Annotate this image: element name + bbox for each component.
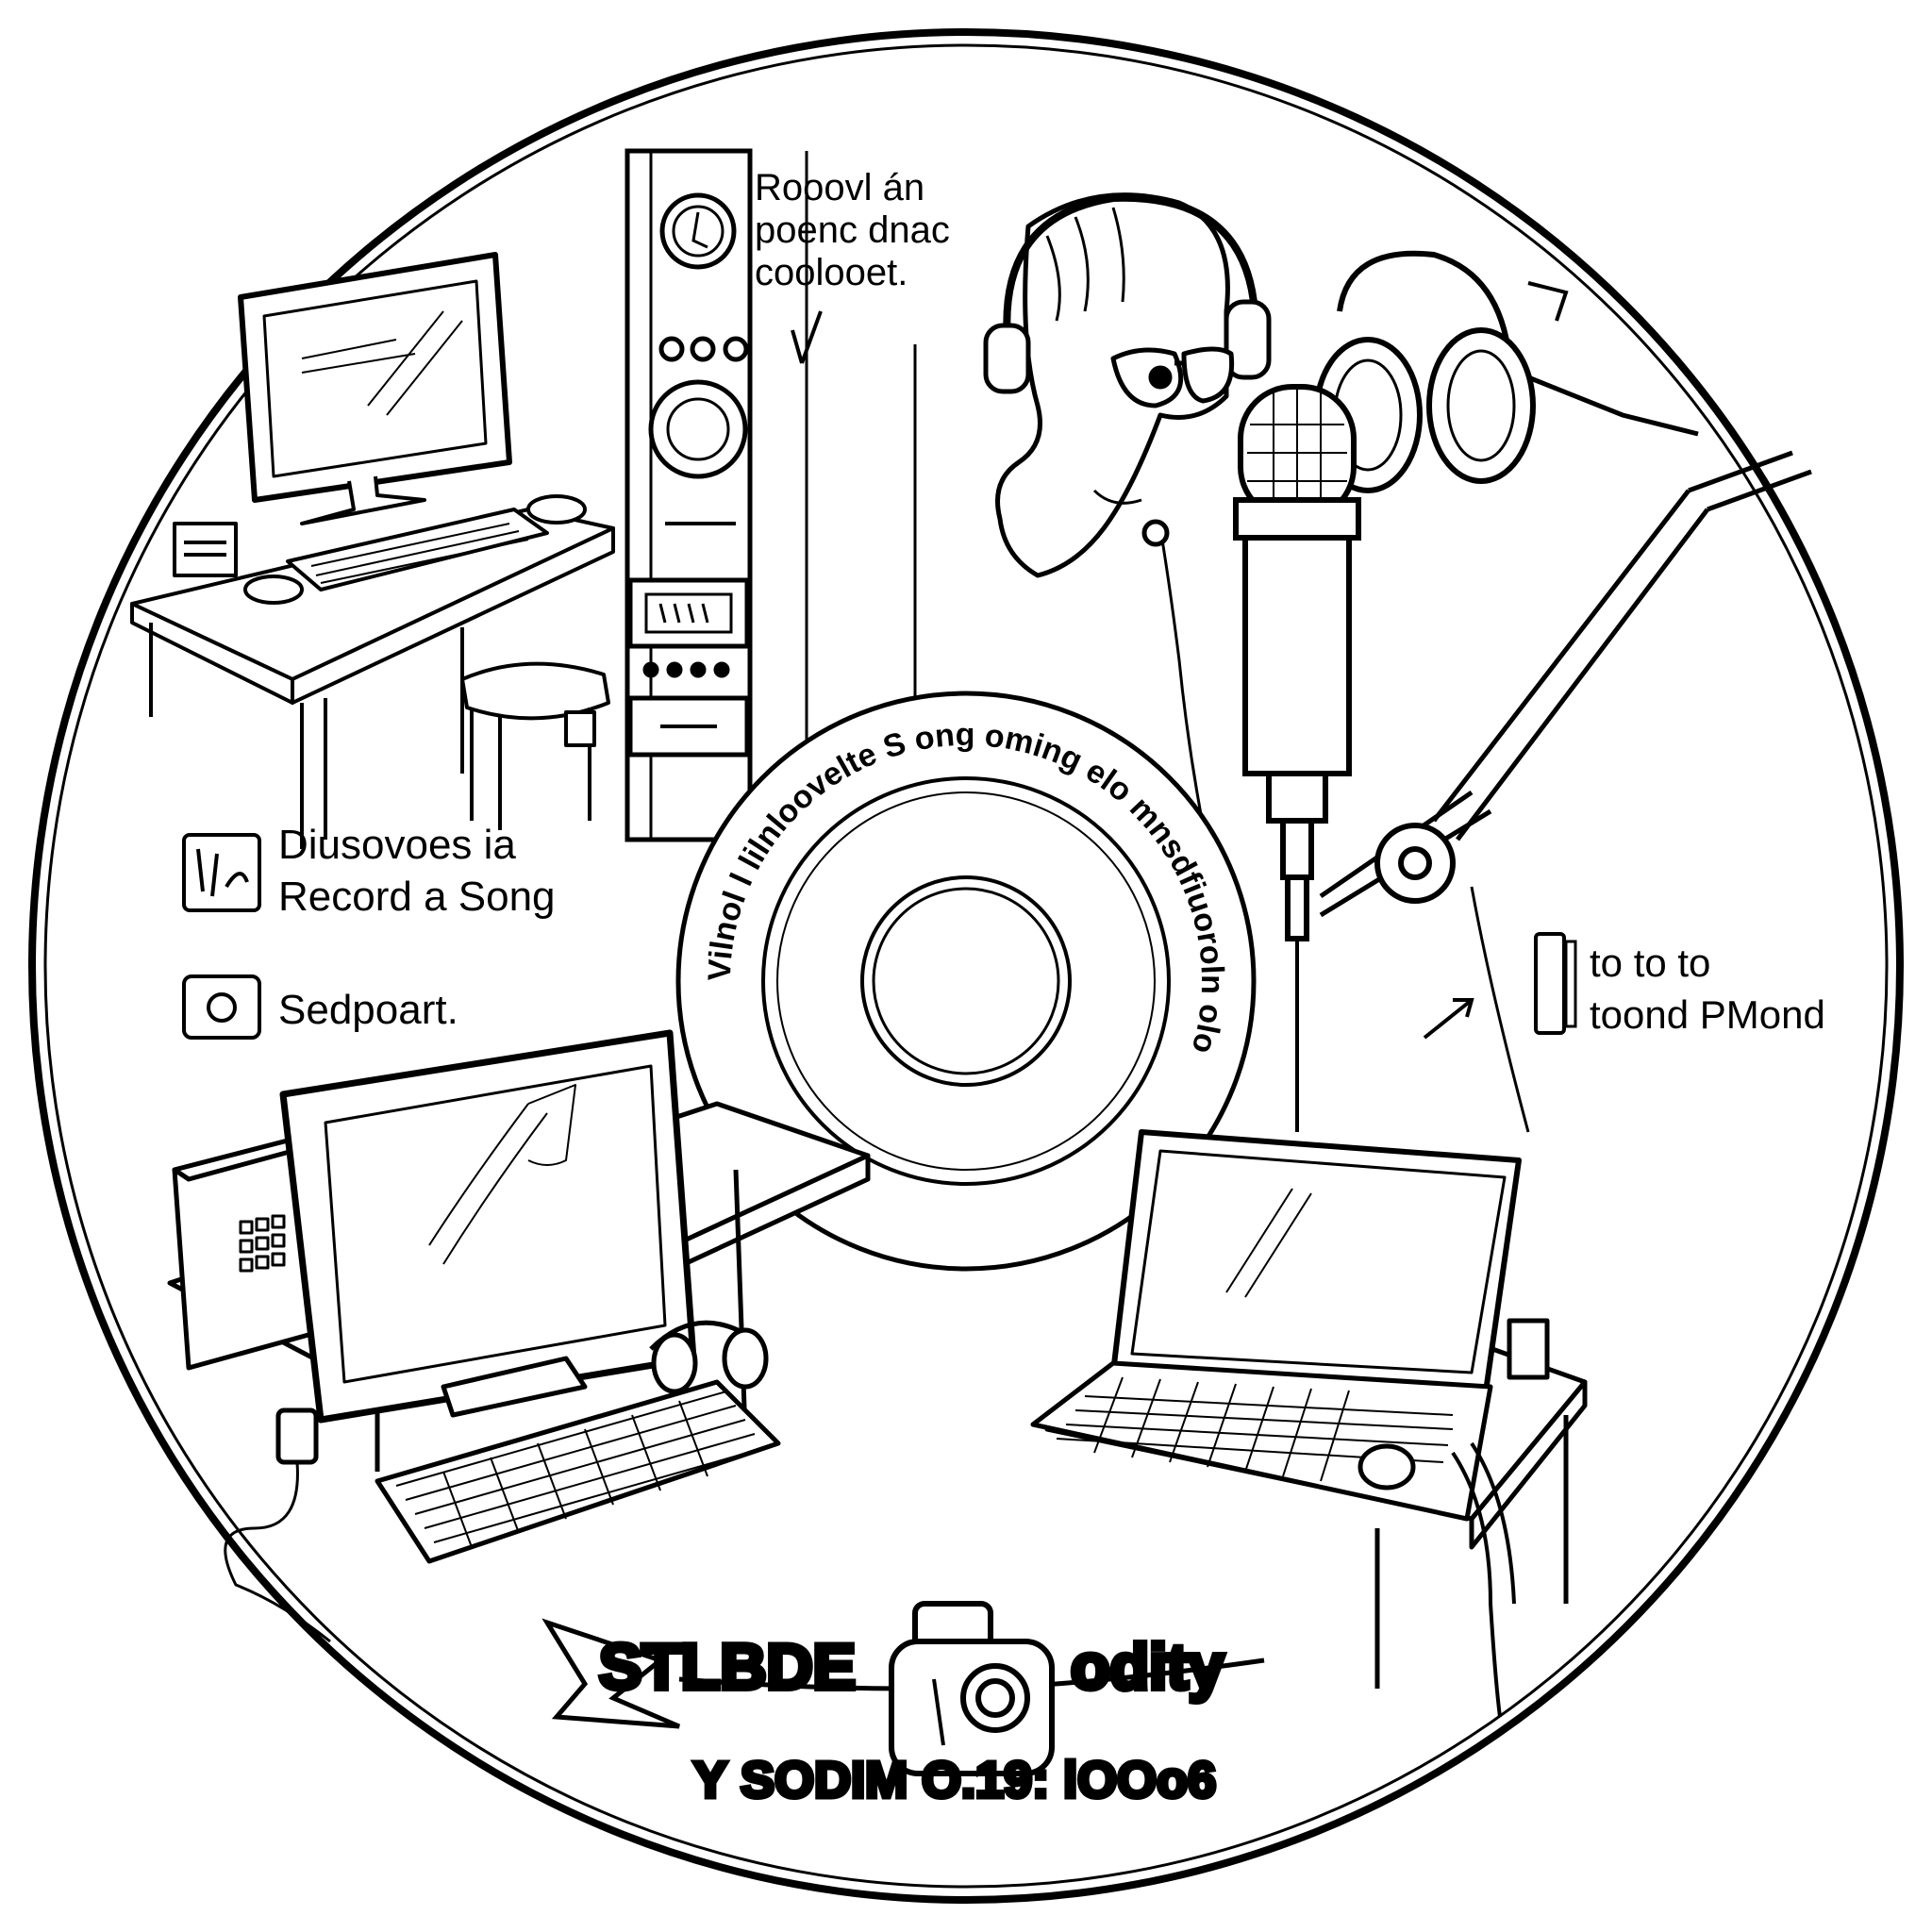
phone-icon (1534, 932, 1566, 1035)
note-left-small: Sedpoart. (278, 987, 458, 1033)
bottom-right-laptop (1030, 1129, 1588, 1718)
note-top-line-3: coolooet. (755, 252, 908, 293)
bottom-banner: STLBDE odity Y SODIM O.19: lOOo6 (541, 1601, 1265, 1811)
keyboard-bottom-left (375, 1379, 781, 1564)
banner-ribbon (541, 1618, 680, 1729)
note-top: Rooovl án poenc dnac coolooet. (755, 167, 950, 364)
music-edit-icon (182, 833, 261, 912)
padlock-icon (889, 1601, 1055, 1776)
singer-figure (983, 192, 1272, 850)
disc-outer-ring (28, 28, 1904, 1904)
note-top-line-2: poenc dnac (755, 209, 950, 251)
note-right-line-1: to to to (1590, 941, 1710, 985)
note-top-line-1: Rooovl án (755, 167, 924, 208)
note-left-line-1: Diusovoes ia (278, 822, 516, 868)
banner-bottom-text: Y SODIM O.19: lOOo6 (693, 1752, 1216, 1808)
center-cd: Vilnol l lilnloovelte S ong oming elo mn… (675, 691, 1257, 1272)
note-left: Diusovoes ia Record a Song Sedpoart. (182, 822, 556, 1040)
bottom-left-desk (167, 1029, 871, 1643)
note-right-line-2: toond PMond (1590, 992, 1825, 1037)
equipment-rack (625, 148, 917, 842)
microphone-icon (1233, 384, 1812, 1133)
note-left-line-2: Record a Song (278, 874, 556, 920)
disc-outer-ring-inner (43, 43, 1889, 1889)
banner-right-text: odity (1071, 1631, 1224, 1703)
top-left-desk (130, 252, 615, 849)
note-right: to to to toond PMond (1423, 932, 1825, 1040)
banner-left-text: STLBDE (599, 1631, 856, 1703)
headphones-icon-right (1313, 250, 1699, 493)
headphones-icon (1003, 193, 1258, 359)
